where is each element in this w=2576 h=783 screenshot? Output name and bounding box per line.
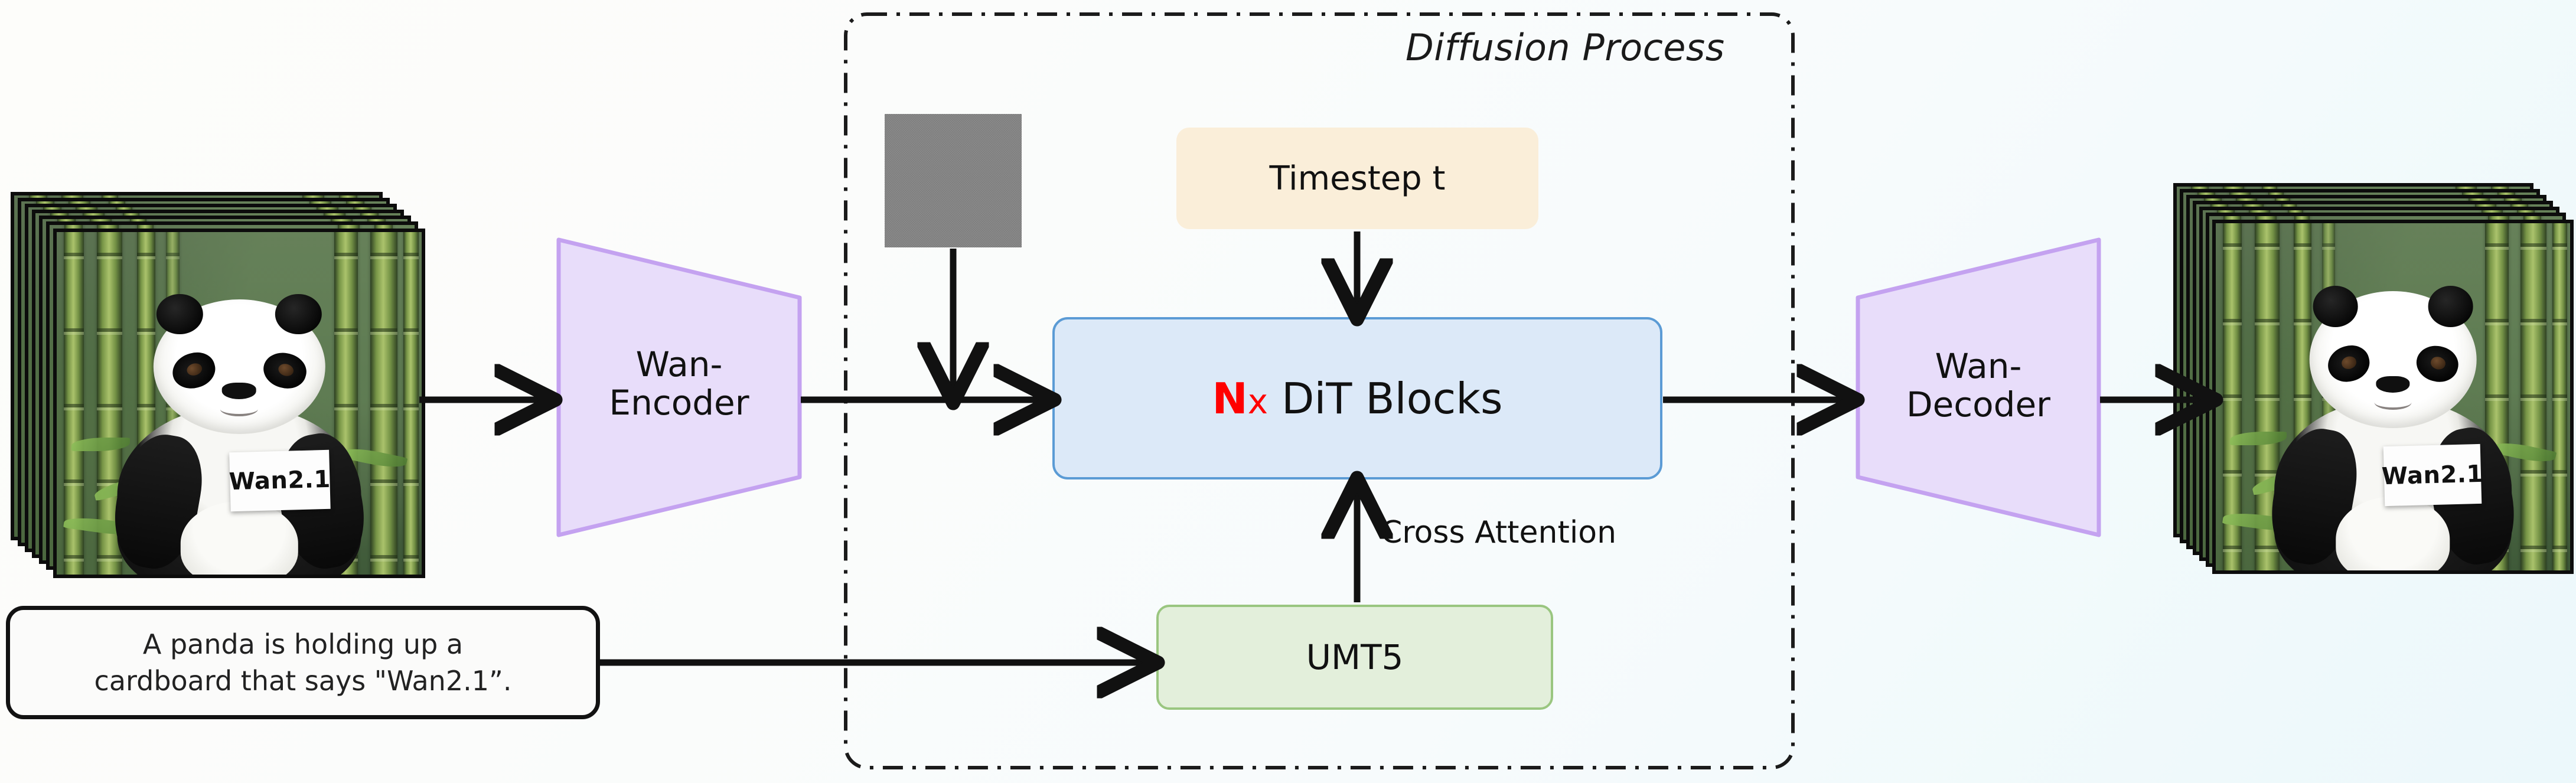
input-frame-front: Wan2.1 xyxy=(53,229,425,578)
panda-figure: Wan2.1 xyxy=(106,293,373,575)
gaussian-noise-patch xyxy=(885,114,1022,247)
cross-attention-label: Cross Attention xyxy=(1381,515,1617,550)
prompt-box[interactable]: A panda is holding up a cardboard that s… xyxy=(6,606,600,719)
cardboard-sign-output-text: Wan2.1 xyxy=(2381,460,2484,490)
timestep-box[interactable]: Timestep t xyxy=(1176,128,1538,229)
wan-encoder-shape[interactable] xyxy=(555,236,803,539)
dit-blocks-box[interactable]: Nx DiT Blocks xyxy=(1052,317,1662,479)
timestep-label: Timestep t xyxy=(1269,159,1446,198)
dit-multiply-symbol: x xyxy=(1247,381,1269,422)
dit-blocks-text: DiT Blocks xyxy=(1281,373,1503,423)
cardboard-sign: Wan2.1 xyxy=(229,449,331,511)
diffusion-process-label: Diffusion Process xyxy=(1406,26,1725,69)
prompt-line-1: A panda is holding up a xyxy=(142,628,464,660)
dit-repeat-count: N xyxy=(1212,373,1248,423)
cardboard-sign-output: Wan2.1 xyxy=(2381,443,2484,507)
output-frame-stack: Wan2.1 xyxy=(2173,183,2575,585)
output-frame-front: Wan2.1 xyxy=(2212,220,2574,574)
umt5-box[interactable]: UMT5 xyxy=(1156,605,1553,710)
umt5-label: UMT5 xyxy=(1306,637,1404,677)
panda-figure-output: Wan2.1 xyxy=(2263,286,2523,570)
wan-encoder-label: Wan- Encoder xyxy=(609,344,749,423)
cardboard-sign-text: Wan2.1 xyxy=(229,465,331,495)
dit-blocks-label: Nx DiT Blocks xyxy=(1212,374,1502,423)
prompt-line-2: cardboard that says "Wan2.1”. xyxy=(94,665,512,697)
wan-decoder-label: Wan- Decoder xyxy=(1906,346,2051,425)
input-frame-stack: Wan2.1 xyxy=(11,192,425,582)
